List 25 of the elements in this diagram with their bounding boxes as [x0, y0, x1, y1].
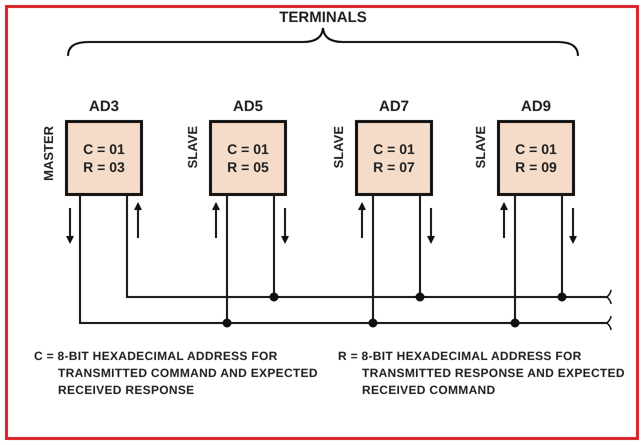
- terminal-name: AD7: [378, 98, 410, 115]
- terminal-name: AD3: [88, 98, 120, 115]
- bus-line: [79, 322, 607, 324]
- wire: [126, 196, 128, 296]
- note-text: R = 8-BIT HEXADECIMAL ADDRESS FOR TRANSMITTED RESPONSE AND EXPECTED RECEIVED COMMAND: [338, 348, 626, 399]
- wire: [416, 196, 424, 302]
- address-text: C = 01 R = 05: [226, 140, 270, 176]
- role-label: MASTER: [41, 126, 56, 181]
- role-label: SLAVE: [185, 126, 200, 168]
- address-text: C = 01 R = 09: [514, 140, 558, 176]
- wire: [558, 196, 566, 302]
- wire: [368, 196, 378, 328]
- note-text: C = 8-BIT HEXADECIMAL ADDRESS FOR TRANSMITTED COMMAND AND EXPECTED RECEIVED RESPONSE: [34, 348, 319, 399]
- terminal-name: AD9: [520, 98, 552, 115]
- role-label: SLAVE: [473, 126, 488, 168]
- group-label: TERMINALS: [278, 9, 368, 26]
- bus-line: [126, 296, 607, 298]
- wire: [510, 196, 520, 328]
- address-text: C = 01 R = 07: [372, 140, 416, 176]
- wire: [222, 196, 232, 328]
- address-text: C = 01 R = 03: [82, 140, 126, 176]
- terminal-name: AD5: [232, 98, 264, 115]
- wire: [79, 196, 81, 322]
- wire: [270, 196, 278, 302]
- role-label: SLAVE: [331, 126, 346, 168]
